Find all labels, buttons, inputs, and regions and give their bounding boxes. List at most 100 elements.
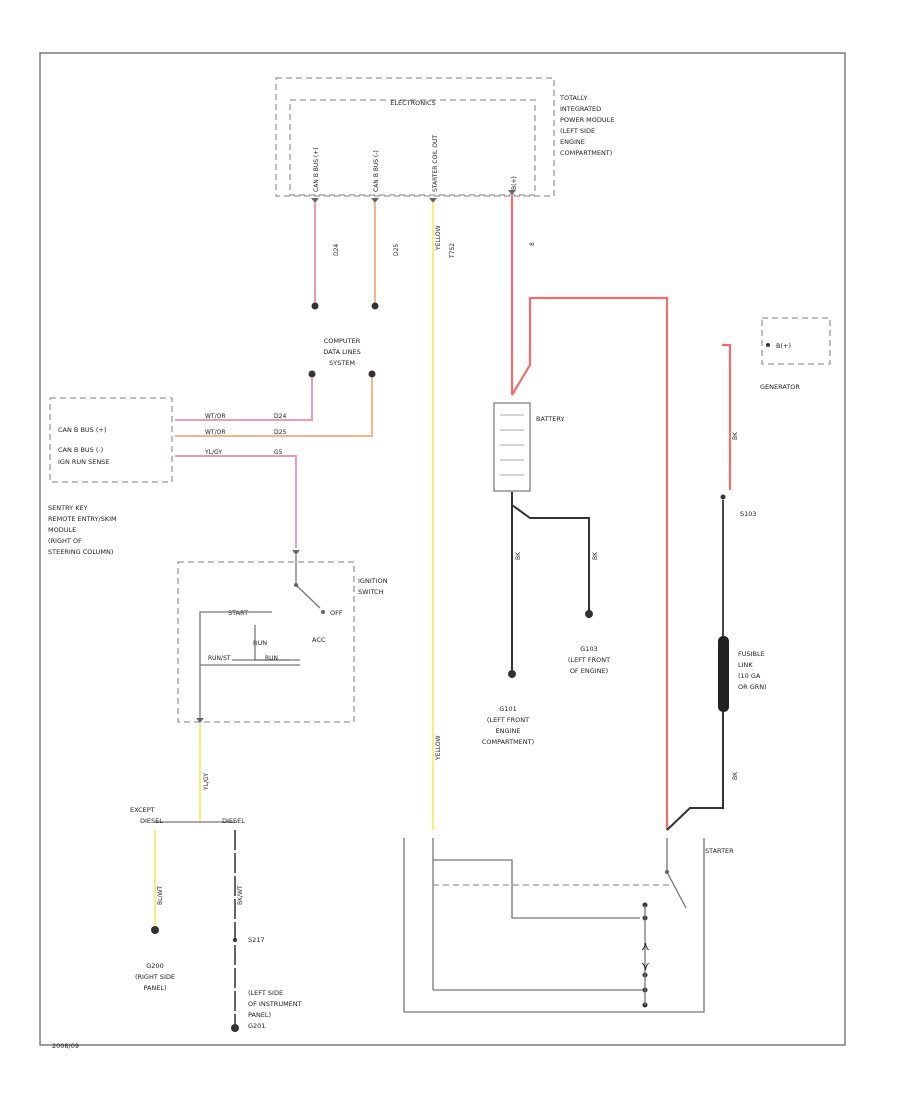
svg-text:S217: S217 bbox=[248, 936, 265, 944]
ignition-switch: IGNITION SWITCH OFF ACC START RUN RUN/ST… bbox=[177, 550, 388, 723]
svg-text:WT/OR: WT/OR bbox=[205, 413, 226, 420]
svg-text:OR GRN): OR GRN) bbox=[738, 683, 767, 691]
svg-text:(10 GA: (10 GA bbox=[738, 672, 761, 680]
svg-text:SWITCH: SWITCH bbox=[358, 588, 384, 596]
tipm-desc-5: COMPARTMENT) bbox=[560, 149, 612, 157]
svg-text:(RIGHT OF: (RIGHT OF bbox=[48, 537, 82, 545]
tipm-pins bbox=[311, 190, 516, 203]
svg-text:⋎: ⋎ bbox=[641, 959, 650, 973]
svg-text:ENGINE: ENGINE bbox=[560, 138, 585, 146]
svg-text:BL/WT: BL/WT bbox=[157, 886, 164, 905]
svg-text:(LEFT SIDE: (LEFT SIDE bbox=[560, 127, 595, 135]
svg-text:DIESEL: DIESEL bbox=[222, 817, 245, 825]
svg-text:ACC: ACC bbox=[312, 636, 326, 644]
svg-text:G101: G101 bbox=[499, 705, 516, 713]
tipm-pin-bplus: B(+) bbox=[511, 176, 518, 190]
tipm-electronics-label: ELECTRONICS bbox=[390, 99, 435, 107]
svg-text:COMPUTER: COMPUTER bbox=[324, 337, 361, 345]
svg-text:STEERING COLUMN): STEERING COLUMN) bbox=[48, 548, 113, 556]
svg-text:(RIGHT SIDE: (RIGHT SIDE bbox=[135, 973, 175, 981]
svg-text:DIESEL: DIESEL bbox=[140, 817, 163, 825]
svg-text:SYSTEM: SYSTEM bbox=[329, 359, 355, 367]
svg-text:SENTRY KEY: SENTRY KEY bbox=[48, 504, 88, 512]
svg-text:RUN/ST: RUN/ST bbox=[208, 655, 231, 662]
svg-text:START: START bbox=[228, 609, 248, 617]
generator-to-starter-wire: S103 FUSIBLE LINK (10 GA OR GRN) BK bbox=[666, 494, 767, 831]
generator: B(+) GENERATOR BK bbox=[732, 317, 831, 440]
skim-pin-ign-sense: IGN RUN SENSE bbox=[58, 458, 109, 466]
svg-text:PANEL): PANEL) bbox=[143, 984, 166, 992]
starter: STARTER ⋏ ⋎ bbox=[403, 838, 734, 1013]
svg-text:MODULE: MODULE bbox=[48, 526, 76, 534]
battery: BATTERY bbox=[493, 402, 564, 492]
svg-text:D24: D24 bbox=[333, 244, 340, 256]
svg-text:BK: BK bbox=[732, 431, 739, 440]
svg-text:G5: G5 bbox=[274, 449, 283, 456]
battery-label: BATTERY bbox=[536, 415, 564, 423]
svg-text:T752: T752 bbox=[449, 243, 456, 259]
svg-text:RUN: RUN bbox=[253, 639, 267, 647]
svg-text:REMOTE ENTRY/SKIM: REMOTE ENTRY/SKIM bbox=[48, 515, 117, 523]
tipm-desc-2: POWER MODULE bbox=[560, 116, 614, 124]
tipm-desc-0: TOTALLY bbox=[559, 94, 587, 102]
svg-text:EXCEPT: EXCEPT bbox=[130, 806, 155, 814]
skim-wires: WT/OR WT/OR YL/GY D24 D25 G5 bbox=[175, 378, 373, 548]
svg-text:FUSIBLE: FUSIBLE bbox=[738, 650, 765, 658]
tipm-desc-4: ENGINE bbox=[560, 138, 585, 146]
svg-text:BK: BK bbox=[592, 551, 599, 560]
svg-text:OF INSTRUMENT: OF INSTRUMENT bbox=[248, 1000, 302, 1008]
starter-coil-wire: YELLOW YELLOW bbox=[431, 202, 442, 830]
computer-data-lines-hub: COMPUTER DATA LINES SYSTEM bbox=[308, 337, 376, 378]
svg-text:D25: D25 bbox=[274, 429, 286, 436]
svg-text:WT/OR: WT/OR bbox=[205, 429, 226, 436]
tipm-pin-can-plus: CAN B BUS (+) bbox=[313, 147, 320, 192]
svg-text:D24: D24 bbox=[274, 413, 286, 420]
skim-pin-can-plus: CAN B BUS (+) bbox=[58, 426, 106, 434]
svg-text:(LEFT SIDE: (LEFT SIDE bbox=[248, 989, 283, 997]
fusible-link-element bbox=[718, 636, 729, 712]
tipm-desc-3: (LEFT SIDE bbox=[560, 127, 595, 135]
tipm-pin-starter-coil: STARTER COIL OUT bbox=[432, 135, 439, 192]
skim-pin-can-minus: CAN B BUS (-) bbox=[58, 446, 103, 454]
svg-text:D25: D25 bbox=[393, 244, 400, 256]
svg-text:YL/GY: YL/GY bbox=[203, 773, 210, 791]
svg-text:ENGINE: ENGINE bbox=[496, 727, 521, 735]
battery-ground-wires: BK BK G103 (LEFT FRONT OF ENGINE) G101 (… bbox=[482, 492, 610, 746]
svg-text:RUN: RUN bbox=[265, 655, 278, 662]
svg-text:IGNITION: IGNITION bbox=[358, 577, 388, 585]
diagram-footer-code: 2008/09 bbox=[52, 1042, 79, 1050]
svg-text:(LEFT FRONT: (LEFT FRONT bbox=[487, 716, 529, 724]
svg-text:YL/GY: YL/GY bbox=[204, 449, 222, 456]
svg-text:BK: BK bbox=[515, 551, 522, 560]
svg-text:G201: G201 bbox=[248, 1022, 265, 1030]
svg-text:8: 8 bbox=[529, 242, 536, 246]
svg-text:PANEL): PANEL) bbox=[248, 1011, 271, 1019]
svg-text:LINK: LINK bbox=[738, 661, 753, 669]
svg-text:YELLOW: YELLOW bbox=[435, 735, 442, 761]
ignition-output-wires: YL/GY EXCEPT DIESEL DIESEL BL/WT G200 (R… bbox=[130, 724, 302, 1032]
svg-text:DATA LINES: DATA LINES bbox=[323, 348, 360, 356]
starter-label: STARTER bbox=[705, 847, 734, 855]
svg-text:INTEGRATED: INTEGRATED bbox=[560, 105, 601, 113]
skim-module: CAN B BUS (+) CAN B BUS (-) IGN RUN SENS… bbox=[48, 397, 173, 556]
svg-text:OFF: OFF bbox=[330, 609, 343, 617]
svg-text:S103: S103 bbox=[740, 510, 757, 518]
svg-text:BK: BK bbox=[732, 771, 739, 780]
svg-text:G200: G200 bbox=[146, 962, 163, 970]
svg-text:COMPARTMENT): COMPARTMENT) bbox=[482, 738, 534, 746]
tipm-module: ELECTRONICS TOTALLY INTEGRATED POWER MOD… bbox=[275, 77, 614, 197]
svg-text:BK/WT: BK/WT bbox=[237, 885, 244, 905]
svg-text:⋏: ⋏ bbox=[641, 939, 650, 953]
svg-text:OF ENGINE): OF ENGINE) bbox=[570, 667, 608, 675]
tipm-desc-1: INTEGRATED bbox=[560, 105, 601, 113]
svg-text:(LEFT FRONT: (LEFT FRONT bbox=[568, 656, 610, 664]
svg-text:TOTALLY: TOTALLY bbox=[559, 94, 587, 102]
battery-feeds bbox=[510, 196, 732, 830]
diagram-border bbox=[39, 52, 846, 1046]
svg-text:YELLOW: YELLOW bbox=[435, 225, 442, 251]
generator-pin: B(+) bbox=[776, 342, 791, 350]
tipm-pin-can-minus: CAN B BUS (-) bbox=[373, 150, 380, 192]
generator-label: GENERATOR bbox=[760, 383, 800, 391]
svg-text:COMPARTMENT): COMPARTMENT) bbox=[560, 149, 612, 157]
